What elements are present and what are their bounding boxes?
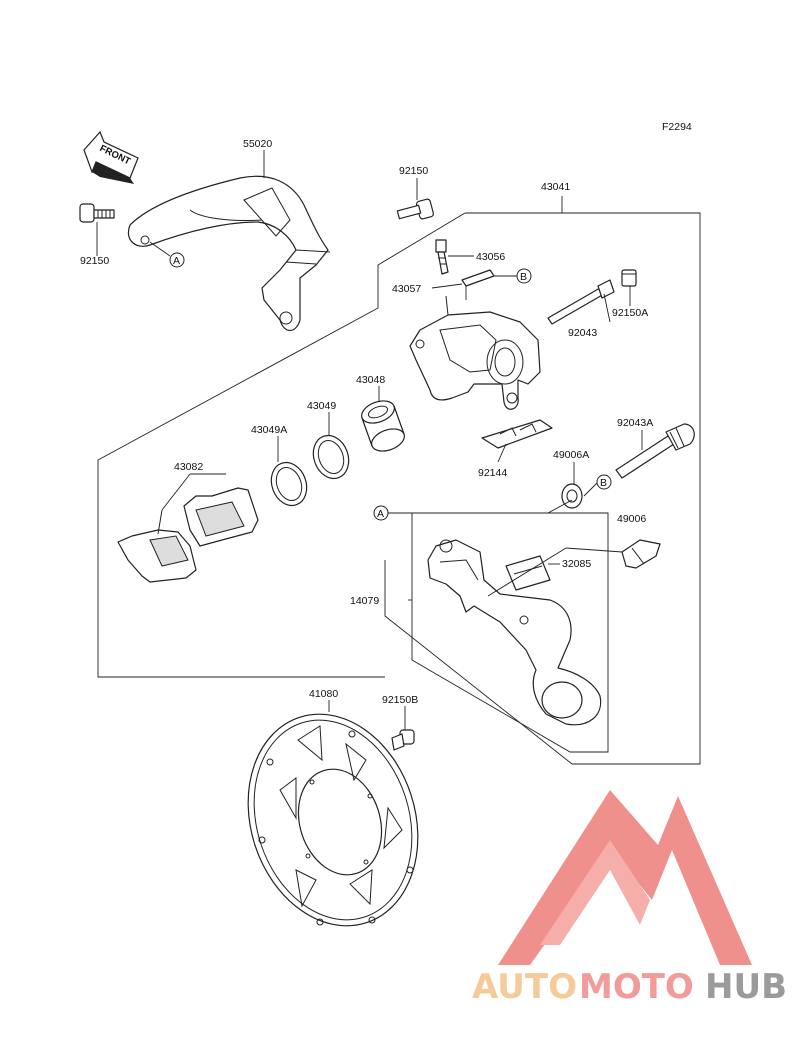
svg-text:A: A	[377, 508, 384, 520]
seal-43049	[312, 434, 350, 480]
bolt-92150-left	[79, 203, 115, 223]
label-92043: 92043	[568, 327, 597, 339]
label-43082: 43082	[174, 461, 203, 473]
svg-text:B: B	[520, 271, 527, 283]
label-43057: 43057	[392, 283, 421, 295]
watermark-triangle-icon	[498, 790, 752, 965]
bolt-92150-top	[396, 198, 435, 220]
label-92043A: 92043A	[617, 417, 653, 429]
label-49006: 49006	[617, 513, 646, 525]
svg-text:A: A	[173, 255, 180, 267]
label-32085: 32085	[562, 558, 591, 570]
label-43056: 43056	[476, 251, 505, 263]
figure-code: F2294	[662, 121, 692, 133]
ref-marker-b-top: B	[516, 268, 532, 284]
pad-spring-92144	[481, 419, 553, 449]
ref-marker-a-top: A	[169, 252, 185, 268]
label-41080: 41080	[309, 688, 338, 700]
pin-92043	[547, 279, 615, 325]
watermark-text-hub: HUB	[705, 967, 787, 1007]
label-92150-top: 92150	[399, 165, 428, 177]
cap-43057	[461, 269, 495, 287]
boot-49006A	[561, 483, 583, 509]
label-43048: 43048	[356, 374, 385, 386]
ref-marker-b-mid: B	[596, 474, 612, 490]
label-49006A: 49006A	[553, 449, 589, 461]
bracket-outline-14079	[411, 512, 609, 753]
caliper-bracket-55020	[127, 175, 331, 332]
shim-32085	[505, 555, 551, 591]
front-arrow-icon: FRONT	[83, 130, 139, 184]
bleeder-43056	[435, 239, 449, 275]
assembly-outline-43041	[97, 196, 701, 765]
label-14079: 14079	[350, 595, 379, 607]
label-43049A: 43049A	[251, 424, 287, 436]
label-92150A: 92150A	[612, 307, 648, 319]
label-43049: 43049	[307, 400, 336, 412]
brake-pads-43082	[117, 487, 259, 583]
svg-text:B: B	[600, 477, 607, 489]
watermark-logo: AUTO MOTO HUB	[472, 790, 787, 1007]
caliper-bracket-14079	[427, 539, 602, 726]
bolt-92150B	[391, 729, 415, 751]
pin-92043A	[615, 423, 695, 479]
boot-49006	[621, 539, 661, 569]
label-92150-left: 92150	[80, 255, 109, 267]
leader-lines	[96, 150, 643, 730]
label-55020: 55020	[243, 138, 272, 150]
plug-92150A	[621, 269, 637, 287]
watermark-text-auto: AUTO	[472, 967, 577, 1007]
watermark-text-moto: MOTO	[579, 967, 694, 1007]
seal-43049A	[270, 461, 308, 507]
ref-marker-a-mid: A	[373, 505, 389, 521]
label-43041: 43041	[541, 181, 570, 193]
label-92150B: 92150B	[382, 694, 418, 706]
label-92144: 92144	[478, 467, 507, 479]
brake-disc-41080	[247, 713, 419, 927]
piston-43048	[361, 400, 405, 452]
caliper-body	[409, 295, 541, 410]
